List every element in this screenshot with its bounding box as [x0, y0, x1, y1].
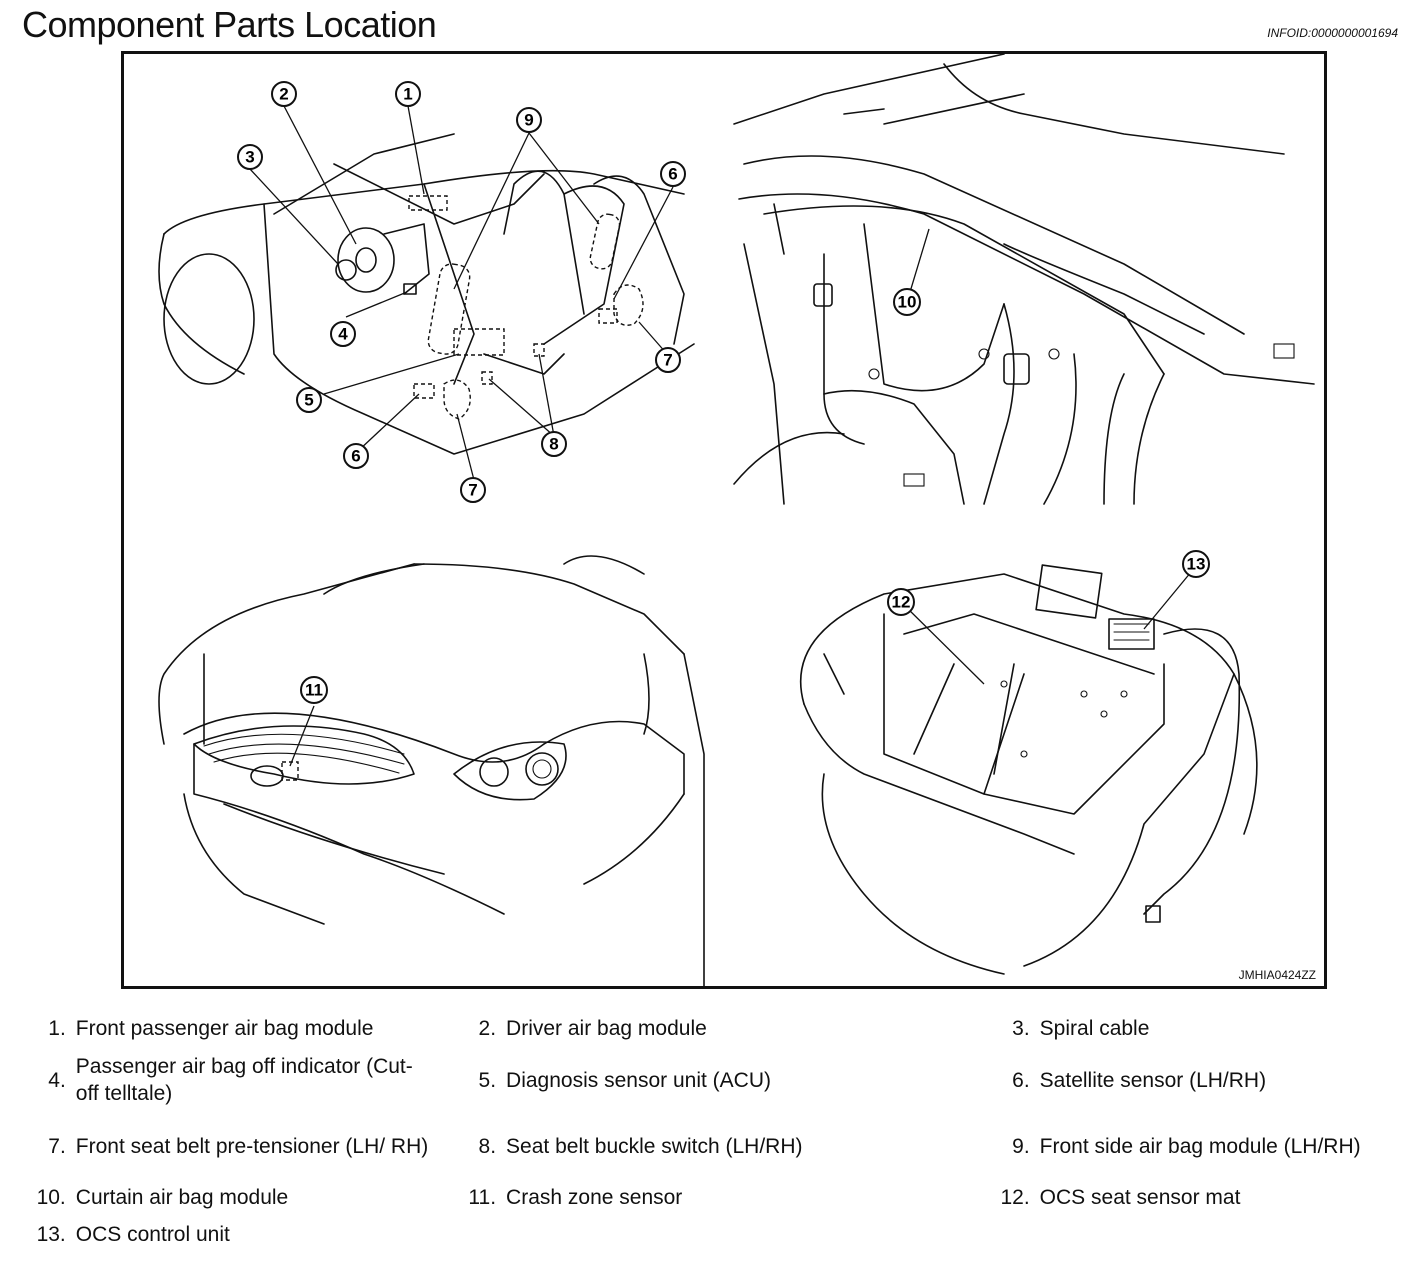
- page-title: Component Parts Location: [22, 4, 437, 45]
- svg-text:9: 9: [524, 111, 533, 130]
- panel-c-leaders: [289, 705, 315, 767]
- legend-table: 1. Front passenger air bag module 2. Dri…: [0, 1010, 1408, 1253]
- callout-9: 9: [516, 107, 542, 133]
- figure-drawing: 1 2 3 4 5 6 6 7 7 8 9 10 11 12 13: [158, 54, 1315, 986]
- callout-5: 5: [296, 387, 322, 413]
- svg-text:2: 2: [279, 85, 288, 104]
- legend-label: Front side air bag module (LH/RH): [1039, 1134, 1361, 1158]
- ocs-seat-illustration: [799, 564, 1258, 975]
- svg-text:12: 12: [892, 593, 911, 612]
- legend-label: Front passenger air bag module: [75, 1017, 374, 1040]
- info-id: INFOID:0000000001694: [1267, 26, 1398, 40]
- callout-11: 11: [300, 676, 328, 704]
- svg-text:6: 6: [351, 447, 360, 466]
- legend-num: 9.: [1012, 1134, 1030, 1158]
- headlight: [453, 741, 567, 801]
- svg-text:10: 10: [898, 293, 917, 312]
- callout-3: 3: [237, 144, 263, 170]
- legend-num: 1.: [48, 1017, 66, 1040]
- legend-num: 12.: [1000, 1186, 1030, 1209]
- legend-num: 2.: [478, 1017, 497, 1040]
- front-grille: [193, 725, 415, 787]
- legend-num: 13.: [36, 1223, 66, 1246]
- legend-row: 13. OCS control unit: [0, 1216, 1408, 1253]
- callout-8: 8: [541, 431, 567, 457]
- legend-row: 10. Curtain air bag module 11. Crash zon…: [0, 1179, 1408, 1216]
- legend-label: Front seat belt pre-tensioner (LH/ RH): [75, 1134, 429, 1158]
- callout-7-lh: 7: [460, 477, 486, 503]
- legend-num: 5.: [478, 1068, 497, 1092]
- svg-text:3: 3: [245, 148, 254, 167]
- legend-num: 7.: [48, 1134, 66, 1158]
- figure-code: JMHIA0424ZZ: [1238, 968, 1316, 982]
- legend-row: 1. Front passenger air bag module 2. Dri…: [0, 1010, 1408, 1047]
- svg-text:7: 7: [663, 351, 672, 370]
- callout-10: 10: [893, 288, 921, 316]
- svg-text:8: 8: [549, 435, 558, 454]
- legend-label: OCS control unit: [75, 1223, 230, 1246]
- svg-text:7: 7: [468, 481, 477, 500]
- callout-1: 1: [395, 81, 421, 107]
- legend-num: 8.: [478, 1134, 497, 1158]
- legend-label: Crash zone sensor: [506, 1186, 683, 1209]
- legend-label: Spiral cable: [1039, 1017, 1150, 1040]
- legend-num: 4.: [48, 1068, 66, 1092]
- legend-num: 10.: [36, 1186, 66, 1209]
- legend-label: Diagnosis sensor unit (ACU): [506, 1068, 771, 1092]
- callout-6: 6: [660, 161, 686, 187]
- panel-d-leaders: [900, 565, 1197, 685]
- legend-label: OCS seat sensor mat: [1039, 1186, 1241, 1209]
- callout-12: 12: [887, 588, 915, 616]
- legend-label: Curtain air bag module: [75, 1186, 289, 1209]
- svg-text:1: 1: [403, 85, 412, 104]
- callout-7: 7: [655, 347, 681, 373]
- legend-num: 11.: [468, 1186, 497, 1209]
- panel-a-leaders: [249, 105, 674, 481]
- legend-row: 7. Front seat belt pre-tensioner (LH/ RH…: [0, 1113, 1408, 1179]
- callout-13: 13: [1182, 550, 1210, 578]
- legend-label: Passenger air bag off indicator (Cut-off…: [75, 1055, 413, 1105]
- legend-label: Satellite sensor (LH/RH): [1039, 1068, 1267, 1092]
- svg-text:5: 5: [304, 391, 313, 410]
- svg-text:4: 4: [338, 325, 348, 344]
- legend-label: Driver air bag module: [506, 1017, 707, 1040]
- interior-cutaway-illustration: [158, 133, 695, 455]
- component-location-figure: 1 2 3 4 5 6 6 7 7 8 9 10 11 12 13 JMHIA0…: [121, 51, 1327, 989]
- callout-6-lh: 6: [343, 443, 369, 469]
- legend-row: 4. Passenger air bag off indicator (Cut-…: [0, 1047, 1408, 1113]
- svg-text:11: 11: [305, 681, 323, 700]
- callout-2: 2: [271, 81, 297, 107]
- curtain-airbag-illustration: [733, 54, 1315, 505]
- legend-num: 6.: [1012, 1068, 1030, 1092]
- svg-text:13: 13: [1187, 555, 1206, 574]
- parts-legend: 1. Front passenger air bag module 2. Dri…: [0, 1010, 1408, 1253]
- legend-num: 3.: [1012, 1017, 1030, 1040]
- svg-text:6: 6: [668, 165, 677, 184]
- legend-label: Seat belt buckle switch (LH/RH): [506, 1134, 803, 1158]
- callout-4: 4: [330, 321, 356, 347]
- car-front-illustration: [158, 555, 705, 986]
